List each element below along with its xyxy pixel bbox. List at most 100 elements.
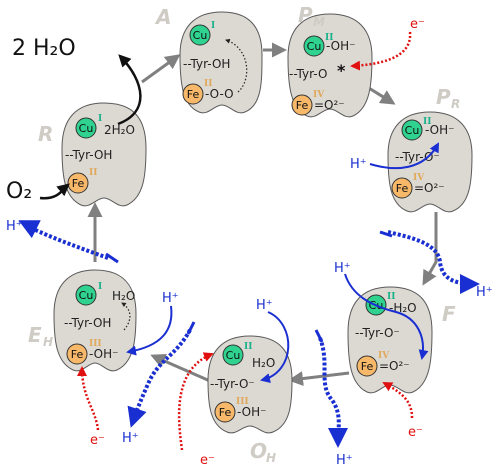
cu-oxidation-state: I xyxy=(211,21,215,31)
fe-ligand-label: -OH⁻ xyxy=(237,405,266,419)
fe-oxidation-state: IV xyxy=(378,351,390,361)
oxygen-binding-arrow xyxy=(39,183,70,200)
proton-uptake-arrow-f xyxy=(344,273,429,360)
fe-oxidation-state: II xyxy=(89,168,97,178)
fe-ligand-label: =O²⁻ xyxy=(379,359,410,373)
fe-oxidation-state: IV xyxy=(413,173,425,183)
intramolecular-transfer-arrow xyxy=(121,302,131,331)
proton-uptake-arrow-eh xyxy=(126,305,173,356)
proton-pump-tail-r xyxy=(105,252,119,264)
cu-oxidation-state: II xyxy=(423,117,431,127)
fe-label: Fe xyxy=(71,348,84,361)
proton-pump-tail-f xyxy=(314,329,324,343)
cu-label: Cu xyxy=(307,40,322,53)
state-oh: Cu II H₂O --Tyr-O⁻ Fe III -OH⁻ xyxy=(207,335,293,434)
proton-uptake-arrow-oh xyxy=(260,311,290,384)
cu-ligand-label: -OH⁻ xyxy=(326,39,355,53)
cu-oxidation-state: I xyxy=(98,282,102,292)
proton-label-pump-r: H⁺ xyxy=(6,219,23,234)
cu-atom xyxy=(401,119,423,141)
fe-ligand-label: -OH⁻ xyxy=(89,347,118,361)
proton-label-pump-pr: H⁺ xyxy=(476,285,493,300)
cu-label: Cu xyxy=(405,124,420,137)
tyrosine-label: --Tyr-O xyxy=(289,67,327,81)
fe-ligand-label: =O²⁻ xyxy=(414,181,445,195)
proton-label-oh-uptake: H⁺ xyxy=(256,298,273,313)
fe-atom xyxy=(356,355,378,377)
fe-label: Fe xyxy=(396,182,409,195)
cu-ligand-label: -H₂O xyxy=(389,301,417,315)
fe-label: Fe xyxy=(296,99,309,112)
cycle-arrow-r-to-a xyxy=(141,54,181,84)
state-label-r: R xyxy=(38,122,53,146)
state-label-oh: O xyxy=(250,439,267,463)
cu-oxidation-state: II xyxy=(387,292,395,302)
state-label-a: A xyxy=(154,5,171,29)
fe-atom xyxy=(66,343,88,365)
radical-star: * xyxy=(337,61,346,80)
cycle-arrow-pr-to-f xyxy=(422,212,438,286)
fe-label: Fe xyxy=(72,177,85,190)
cu-label: Cu xyxy=(193,29,208,42)
proton-uptakes: H⁺ H⁺ H⁺ H⁺ xyxy=(126,142,439,384)
fe-atom xyxy=(67,172,89,194)
state-r: Cu I 2H₂O --Tyr-OH Fe II xyxy=(61,102,147,207)
state-a: Cu I --Tyr-OH Fe II -O-O xyxy=(179,11,263,114)
cu-label: Cu xyxy=(226,349,241,362)
cu-atom xyxy=(75,284,97,306)
cu-atom xyxy=(222,344,244,366)
proton-label-pr-uptake: H⁺ xyxy=(350,157,367,172)
fe-label: Fe xyxy=(187,88,200,101)
state-sublabel-pm: M xyxy=(313,15,325,29)
proton-pump-tail-eh xyxy=(186,321,196,335)
cu-oxidation-state: II xyxy=(325,33,333,43)
state-label-pm: P xyxy=(298,3,313,27)
electron-label-pm: e⁻ xyxy=(410,17,425,32)
cu-atom xyxy=(303,35,325,57)
fe-atom xyxy=(391,177,413,199)
cycle-arrow-f-to-oh xyxy=(288,371,350,387)
cu-label: Cu xyxy=(79,289,94,302)
tyrosine-label: --Tyr-O⁻ xyxy=(210,377,255,391)
proton-label-pump-eh: H⁺ xyxy=(122,431,139,446)
cu-label: Cu xyxy=(79,122,94,135)
state-pm: Cu II -OH⁻ --Tyr-O * Fe IV =O²⁻ xyxy=(287,13,373,118)
electron-inputs: e⁻ e⁻ e⁻ e⁻ xyxy=(77,17,425,468)
proton-pump-tail-pr xyxy=(379,230,393,238)
proton-pump-arrow-pr xyxy=(387,230,480,294)
water-product-label: 2 H₂O xyxy=(12,36,76,61)
fe-oxidation-state: III xyxy=(89,339,102,349)
fe-atom xyxy=(291,94,313,116)
cu-oxidation-state: II xyxy=(244,342,252,352)
state-label-f: F xyxy=(442,302,456,326)
proton-uptake-arrow-pr xyxy=(369,142,439,170)
oxygen-substrate-label: O₂ xyxy=(6,179,32,204)
state-sublabel-oh: H xyxy=(266,451,276,465)
tyrosine-label: --Tyr-OH xyxy=(65,148,112,162)
water-release-arrow xyxy=(117,54,142,126)
electron-arrow-f xyxy=(382,381,414,419)
tyrosine-label: --Tyr-O⁻ xyxy=(355,326,400,340)
proton-label-f-uptake: H⁺ xyxy=(334,261,351,276)
fe-oxidation-state: IV xyxy=(313,90,325,100)
proton-label-eh-uptake: H⁺ xyxy=(162,291,179,306)
electron-arrow-eh xyxy=(77,366,100,431)
electron-arrow-oh xyxy=(177,352,214,451)
proton-pump-arrow-f xyxy=(318,337,349,448)
intramolecular-transfer-arrow xyxy=(225,38,248,93)
electron-label-oh: e⁻ xyxy=(200,453,215,468)
fe-ligand-label: -O-O xyxy=(205,87,234,101)
state-eh: Cu I H₂O --Tyr-OH Fe III -OH⁻ xyxy=(53,269,137,372)
state-label-pr: P xyxy=(436,85,451,109)
electron-arrow-pm xyxy=(350,31,412,71)
tyrosine-label: --Tyr-O⁻ xyxy=(395,150,440,164)
fe-atom xyxy=(182,83,204,105)
fe-label: Fe xyxy=(219,406,232,419)
electron-label-f: e⁻ xyxy=(408,425,423,440)
cu-atom xyxy=(189,24,211,46)
proton-label-pump-f: H⁺ xyxy=(336,453,353,468)
fe-oxidation-state: III xyxy=(236,397,249,407)
state-label-eh: E xyxy=(28,323,42,347)
fe-oxidation-state: II xyxy=(204,79,212,89)
